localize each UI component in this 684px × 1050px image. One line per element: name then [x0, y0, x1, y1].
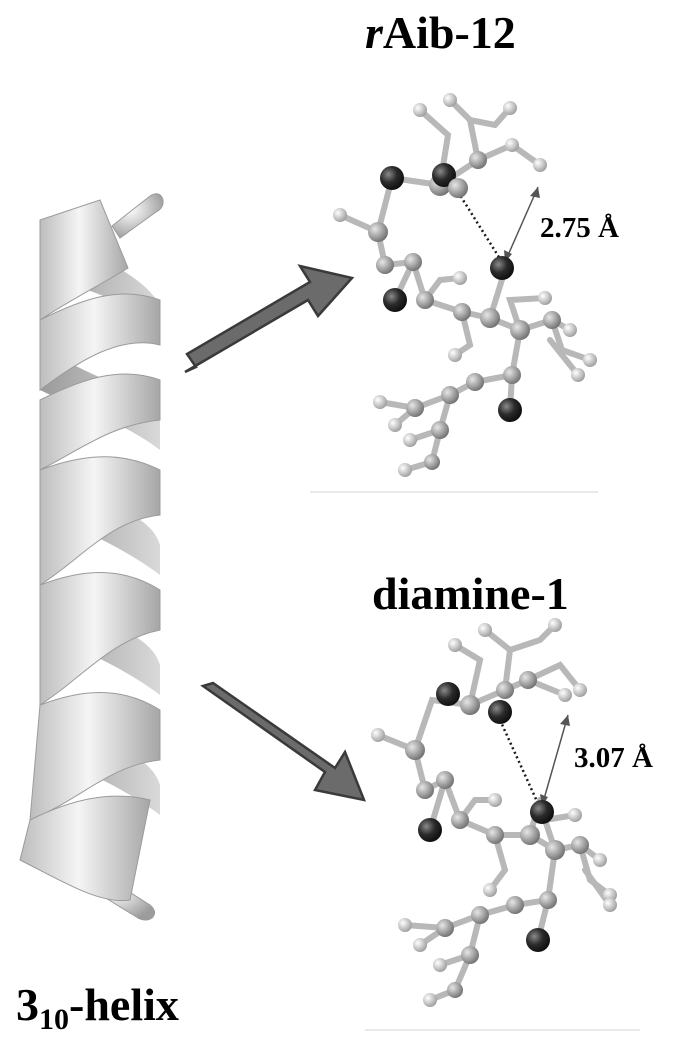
title-raib-12-prefix: r [365, 7, 383, 58]
title-raib-12-name: Aib-12 [382, 7, 516, 58]
distance-label-top: 2.75 Å [540, 212, 619, 244]
helix-label-number: 3 [16, 979, 39, 1030]
helix-label: 310-helix [16, 978, 179, 1037]
molecule-raib-12 [310, 93, 598, 493]
title-raib-12: rAib-12 [365, 6, 516, 59]
arrow-to-bottom-molecule [200, 681, 367, 802]
distance-label-bottom: 3.07 Å [574, 742, 653, 774]
helix-top-end-rod [111, 193, 164, 239]
helix-label-subscript: 10 [39, 1003, 69, 1036]
title-diamine-1: diamine-1 [372, 568, 569, 619]
arrow-to-top-molecule [184, 264, 355, 374]
molecule-diamine-1 [365, 618, 640, 1031]
helix-label-suffix: -helix [69, 979, 179, 1030]
helix-ribbon [19, 193, 164, 921]
